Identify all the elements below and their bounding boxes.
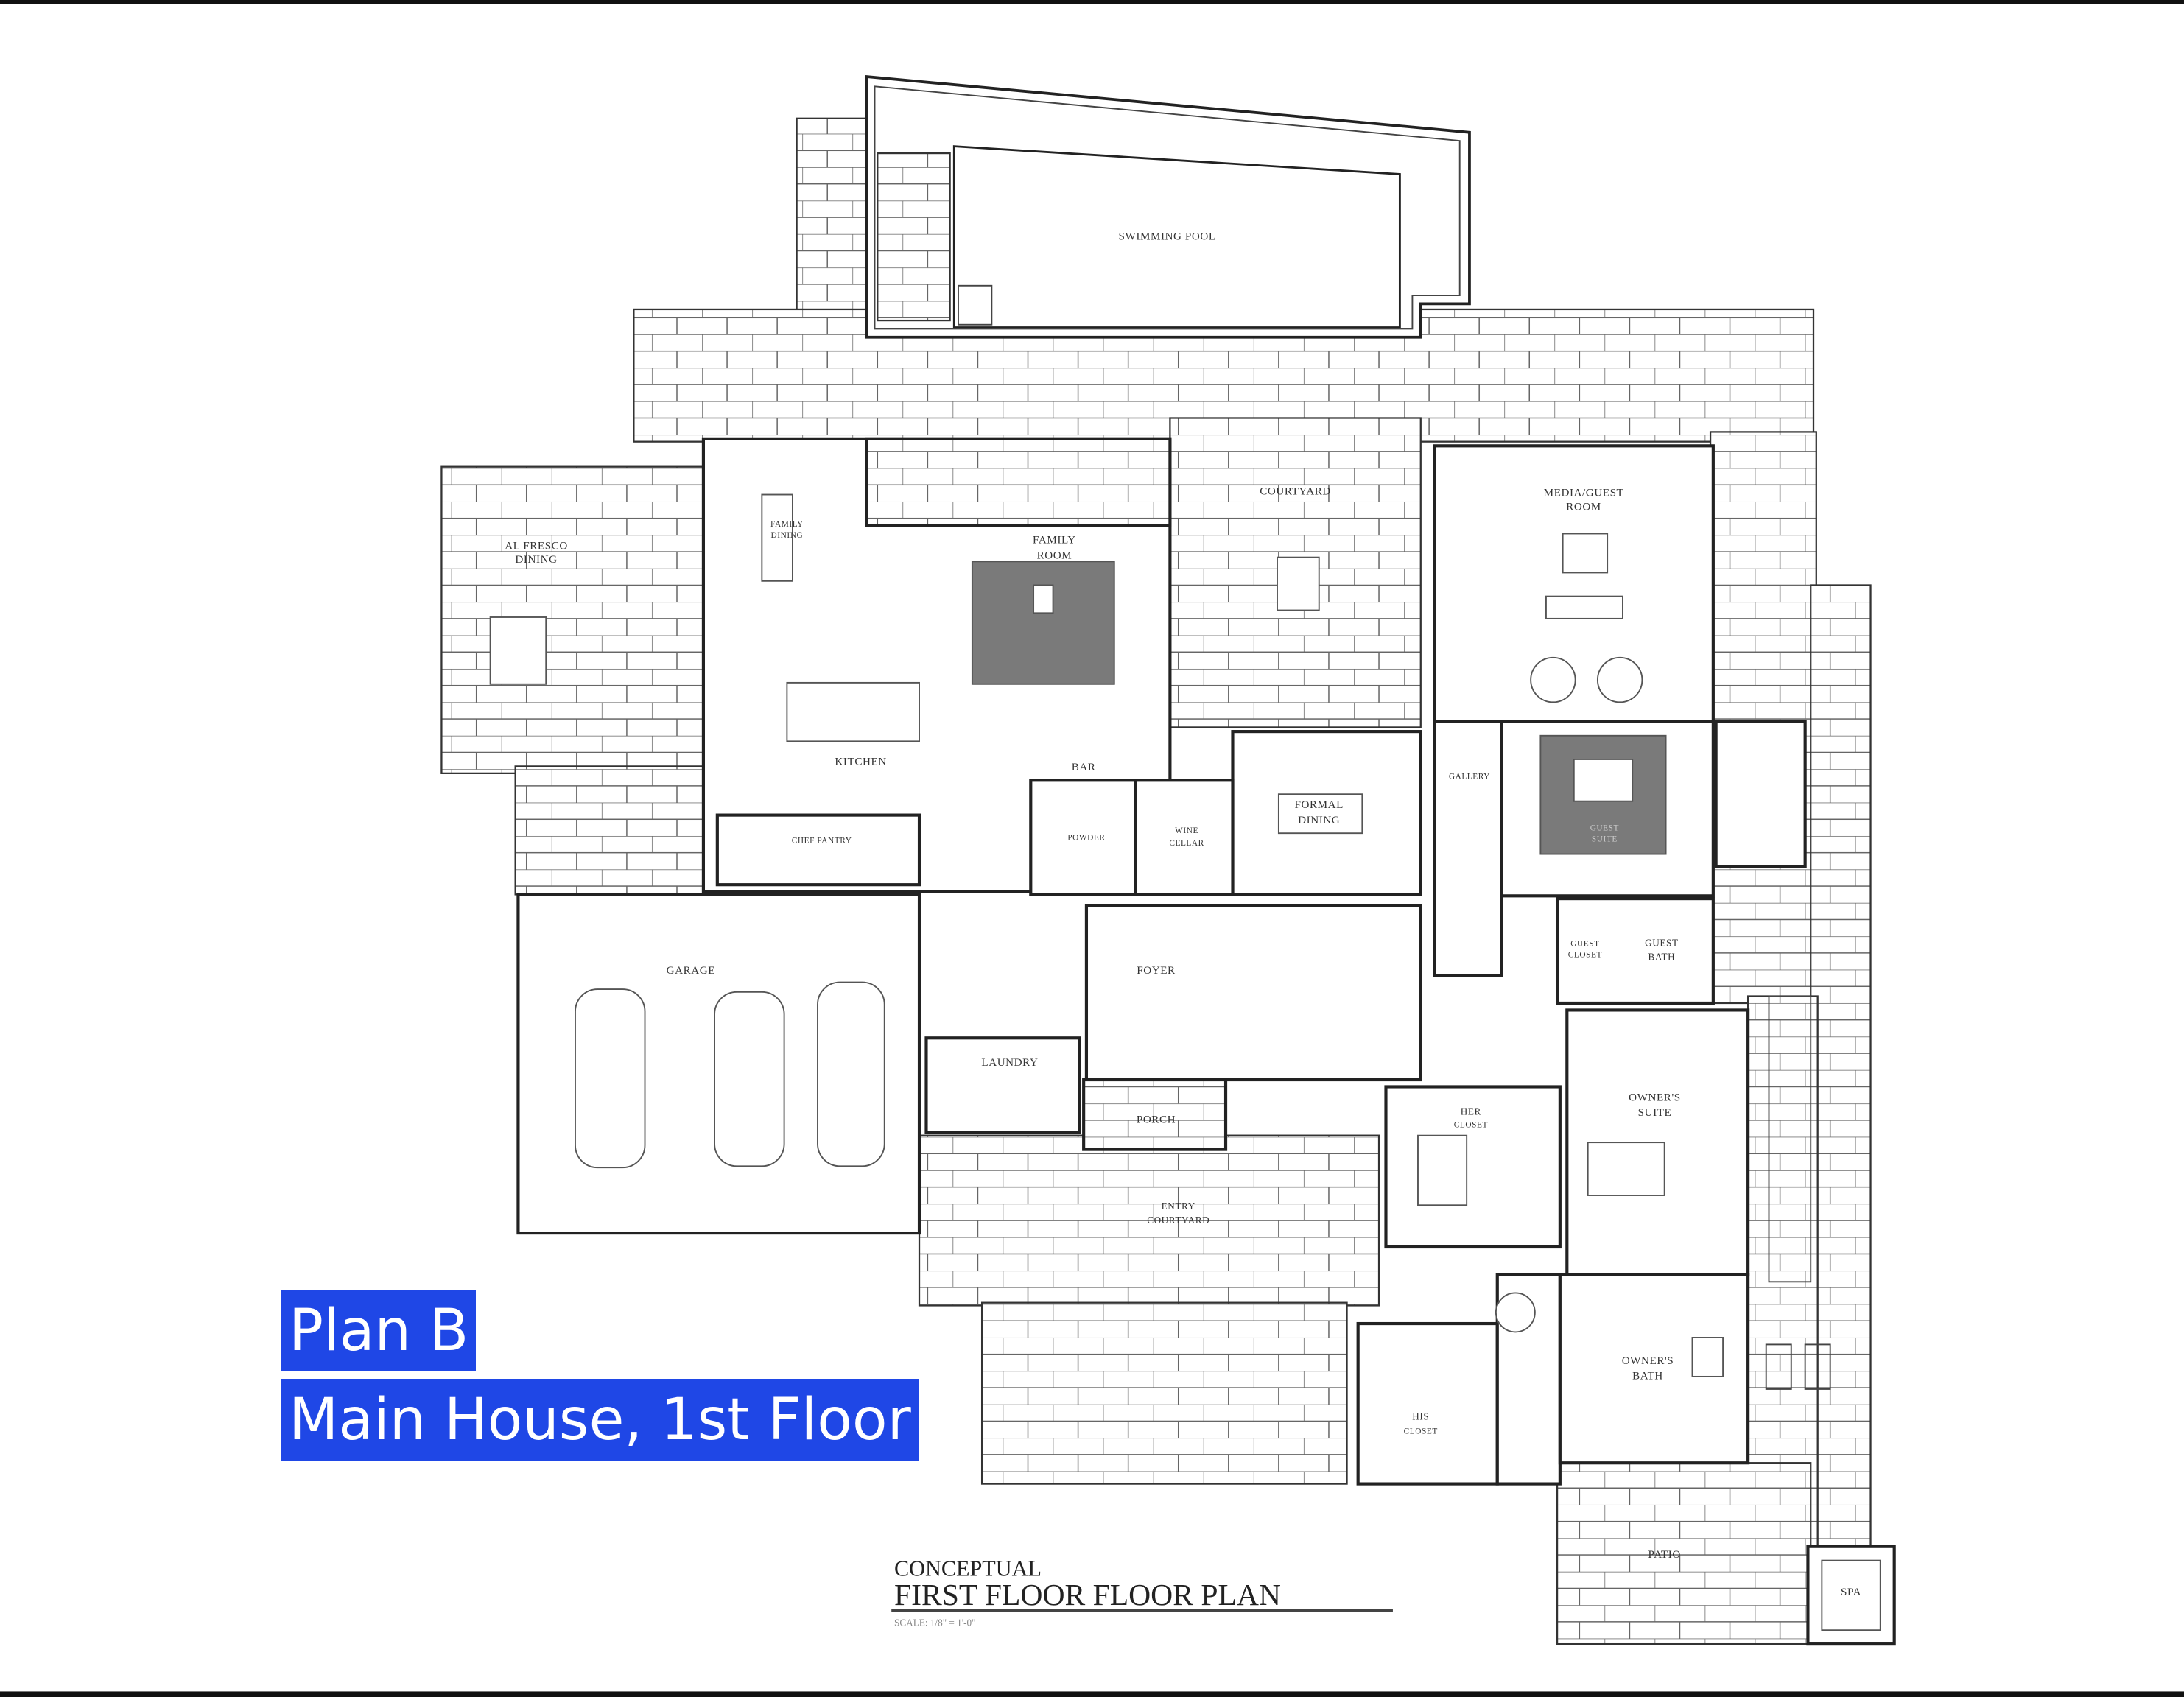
room-label-porch: PORCH	[1137, 1114, 1176, 1126]
room-label-guest-closet: GUEST	[1570, 939, 1599, 948]
room-label-wine-cellar-2: CELLAR	[1169, 839, 1204, 848]
room-label-powder: POWDER	[1067, 834, 1105, 843]
room-label-entry-courtyard: ENTRY	[1162, 1201, 1195, 1212]
room-label-owners-bath: OWNER'S	[1622, 1355, 1674, 1367]
room-label-owners-bath-2: BATH	[1632, 1371, 1663, 1382]
room-label-pool: SWIMMING POOL	[1119, 231, 1216, 242]
room-label-wine-cellar: WINE	[1175, 826, 1198, 835]
plan-label: Plan B	[281, 1290, 477, 1371]
room-label-foyer: FOYER	[1137, 965, 1176, 977]
room-label-guest-bath: GUEST	[1645, 937, 1678, 948]
floor-label: Main House, 1st Floor	[281, 1379, 919, 1461]
rooms	[489, 437, 1896, 1646]
title-main: FIRST FLOOR FLOOR PLAN	[894, 1578, 1281, 1612]
room-label-guest-closet-2: CLOSET	[1568, 951, 1602, 960]
room-label-owners-suite-2: SUITE	[1638, 1107, 1672, 1119]
room-labels: AL FRESCO DINING FAMILY DINING FAMILY RO…	[505, 486, 1861, 1598]
paved-terraces	[440, 117, 1872, 1645]
room-label-patio: PATIO	[1648, 1549, 1681, 1561]
bottom-border	[0, 1691, 2184, 1697]
room-label-owners-suite: OWNER'S	[1629, 1092, 1681, 1103]
room-label-spa: SPA	[1841, 1587, 1861, 1598]
room-label-his-closet-2: CLOSET	[1404, 1427, 1438, 1436]
room-label-garage: GARAGE	[667, 965, 715, 977]
room-label-formal-dining-2: DINING	[1298, 815, 1340, 826]
top-border	[0, 0, 2184, 4]
room-label-al-fresco-2: DINING	[515, 554, 557, 566]
room-label-formal-dining: FORMAL	[1295, 799, 1344, 811]
room-label-guest-suite: GUEST	[1590, 823, 1619, 832]
room-label-family-dining-2: DINING	[771, 531, 804, 540]
room-label-entry-courtyard-2: COURTYARD	[1147, 1215, 1209, 1226]
room-label-family-room: FAMILY	[1033, 535, 1076, 547]
room-label-bar: BAR	[1072, 762, 1096, 773]
room-label-laundry: LAUNDRY	[981, 1057, 1038, 1069]
room-label-his-closet: HIS	[1412, 1411, 1429, 1422]
room-label-chef-pantry: CHEF PANTRY	[792, 836, 852, 845]
room-label-media-room: MEDIA/GUEST	[1544, 487, 1624, 499]
room-label-family-room-2: ROOM	[1037, 550, 1072, 562]
title-scale: SCALE: 1/8" = 1'-0"	[894, 1617, 976, 1629]
room-label-her-closet-2: CLOSET	[1454, 1120, 1488, 1129]
room-label-gallery: GALLERY	[1449, 772, 1490, 781]
room-label-al-fresco: AL FRESCO	[505, 540, 568, 552]
room-label-media-room-2: ROOM	[1566, 501, 1601, 513]
room-label-courtyard: COURTYARD	[1260, 486, 1331, 498]
room-label-guest-bath-2: BATH	[1648, 951, 1676, 962]
swimming-pool: SWIMMING POOL	[865, 74, 1471, 339]
room-label-guest-suite-2: SUITE	[1592, 835, 1618, 844]
title-subtitle: CONCEPTUAL	[894, 1556, 1042, 1581]
room-label-family-dining: FAMILY	[770, 520, 804, 529]
garage-cars	[575, 981, 885, 1169]
room-label-her-closet: HER	[1461, 1106, 1481, 1117]
title-block: CONCEPTUAL FIRST FLOOR FLOOR PLAN SCALE:…	[891, 1556, 1393, 1629]
title-underline	[891, 1609, 1393, 1612]
room-label-kitchen: KITCHEN	[835, 756, 886, 768]
